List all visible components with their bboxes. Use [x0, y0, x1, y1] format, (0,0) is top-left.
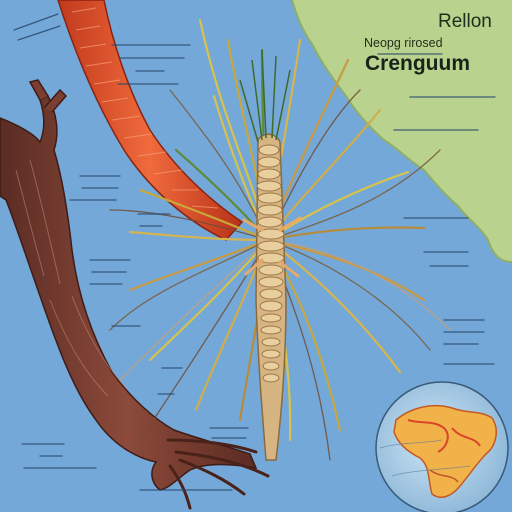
subtitle-label: Neopg rirosed [364, 36, 443, 50]
label-lettering [13, 13, 496, 491]
central-stem [242, 133, 302, 461]
limb-claws [166, 438, 270, 510]
organism-name: Crenguum [365, 52, 470, 75]
top-spikes [239, 49, 291, 143]
region-label: Rellon [438, 11, 492, 32]
globe-inset [375, 381, 509, 512]
land-mass [292, 0, 512, 262]
